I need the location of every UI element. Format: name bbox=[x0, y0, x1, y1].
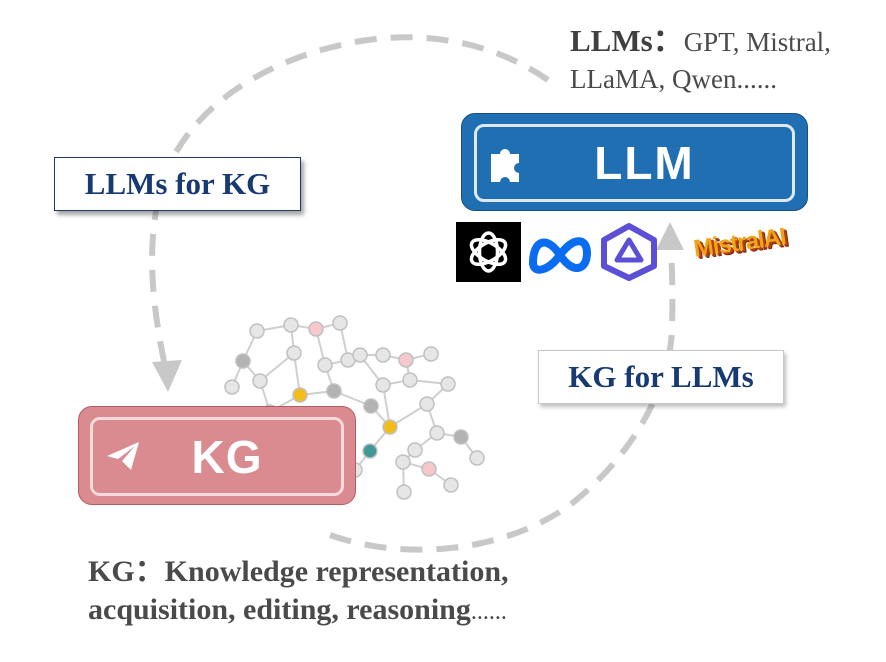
kg-box: KG bbox=[78, 406, 356, 505]
kg-caption-line1: KG：Knowledge representation, bbox=[88, 553, 648, 591]
llms-for-kg-arrow bbox=[149, 34, 550, 381]
llms-for-kg-text: LLMs for KG bbox=[84, 166, 271, 201]
kg-caption-heading: KG： bbox=[88, 555, 165, 588]
qwen-logo-icon bbox=[598, 222, 660, 282]
kg-caption-ellipsis: ...... bbox=[470, 599, 507, 625]
kg-for-llms-label: KG for LLMs bbox=[538, 350, 784, 404]
llm-caption-line2: LLaMA, Qwen...... bbox=[570, 64, 777, 94]
llms-for-kg-arrowhead bbox=[152, 360, 182, 392]
kg-caption-text2: acquisition, editing, reasoning bbox=[88, 593, 471, 626]
puzzle-icon bbox=[487, 144, 529, 187]
kg-for-llms-text: KG for LLMs bbox=[568, 359, 754, 394]
kg-caption: KG：Knowledge representation, acquisition… bbox=[88, 553, 648, 631]
meta-logo-icon bbox=[525, 225, 595, 280]
kg-box-label: KG bbox=[191, 430, 263, 483]
llm-box-inner: LLM bbox=[474, 124, 795, 202]
llm-caption-line1: LLMs：GPT, Mistral, bbox=[570, 22, 880, 61]
paper-plane-icon bbox=[105, 440, 141, 477]
openai-logo-icon bbox=[456, 222, 521, 282]
kg-box-inner: KG bbox=[90, 417, 344, 496]
llm-caption-list: GPT, Mistral, bbox=[683, 27, 831, 57]
kg-for-llms-arrowhead bbox=[656, 222, 684, 250]
llms-for-kg-label: LLMs for KG bbox=[54, 157, 301, 211]
llm-caption-heading: LLMs： bbox=[570, 23, 684, 58]
llm-box: LLM bbox=[461, 113, 808, 211]
llm-caption: LLMs：GPT, Mistral, LLaMA, Qwen...... bbox=[570, 22, 880, 98]
kg-caption-line2: acquisition, editing, reasoning...... bbox=[88, 591, 648, 631]
kg-caption-text1: Knowledge representation, bbox=[164, 555, 509, 588]
llm-box-label: LLM bbox=[594, 137, 695, 189]
